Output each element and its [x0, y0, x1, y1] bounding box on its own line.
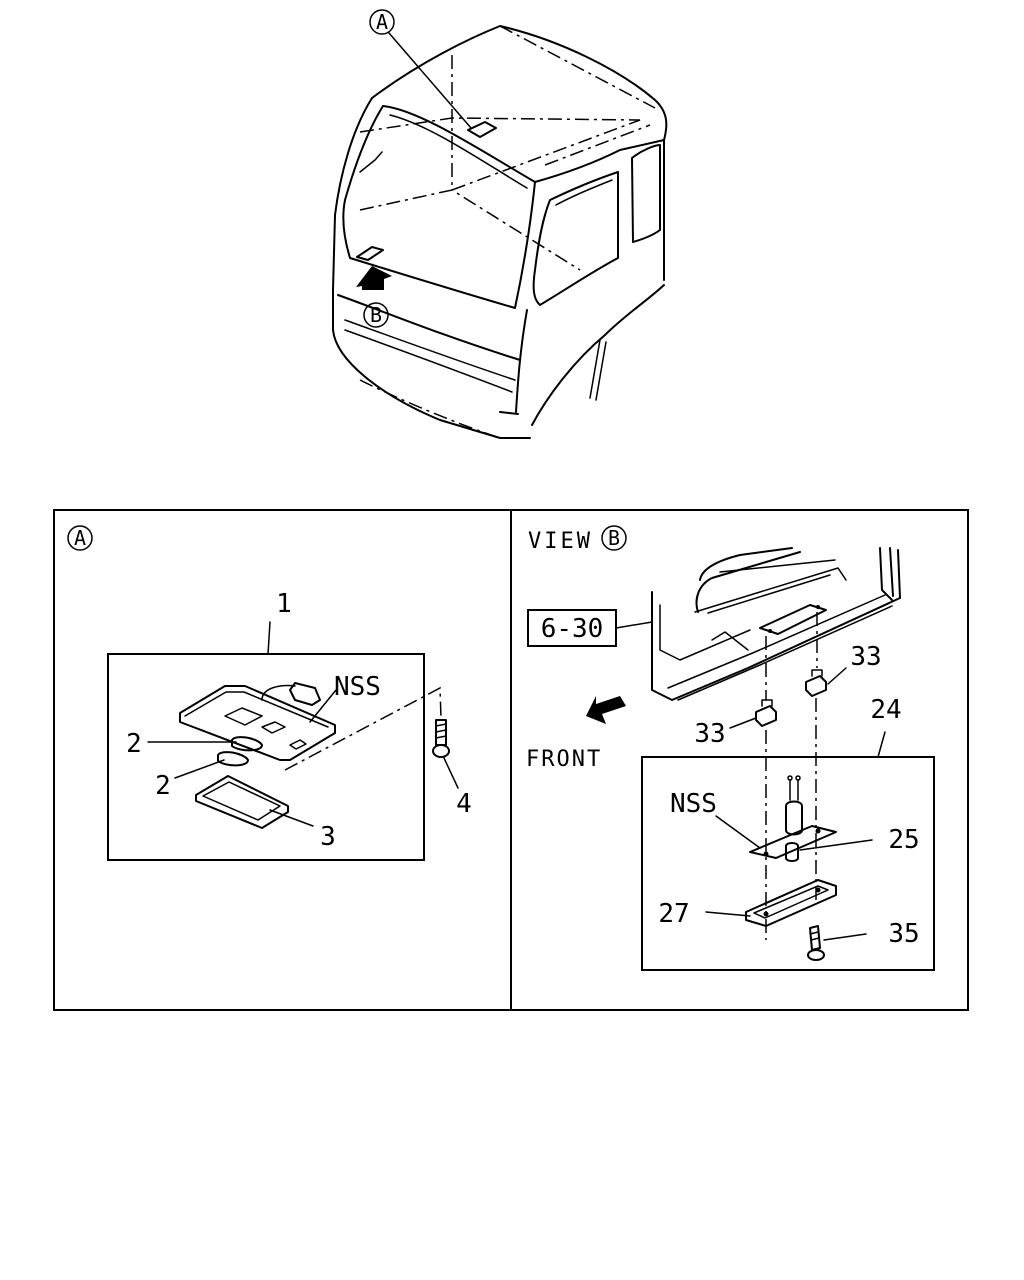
step-lamp-bulb [785, 842, 799, 862]
label-part-2-lower: 2 [155, 771, 171, 801]
clip-33-right [805, 669, 827, 697]
label-part-4: 4 [456, 789, 472, 819]
step-lamp-body [749, 775, 837, 859]
callout-a-label: A [376, 10, 388, 34]
panel-b-view-text: VIEW [528, 529, 593, 554]
step-lamp-lens [745, 879, 837, 927]
label-part-1: 1 [276, 589, 292, 619]
panel-b-header-letter: B [608, 526, 620, 550]
view-arrow-icon [356, 266, 392, 290]
panel-a: A 1 [67, 525, 472, 861]
clip-33-left [755, 699, 777, 727]
front-label: FRONT [526, 747, 602, 772]
label-part-24: 24 [870, 695, 901, 725]
label-part-3: 3 [320, 822, 336, 852]
front-arrow-icon [586, 696, 626, 724]
label-part-27: 27 [658, 899, 689, 929]
label-part-35: 35 [888, 919, 919, 949]
callout-a-icon: A [369, 9, 395, 35]
label-part-2-upper: 2 [126, 729, 142, 759]
part-1-assembly-box [107, 653, 425, 861]
callout-b-label: B [370, 303, 382, 327]
screw-4 [432, 719, 450, 758]
lamp-lens [195, 775, 289, 829]
reference-box-text: 6-30 [541, 614, 604, 644]
cab-step-panel [651, 547, 901, 701]
label-nss-b: NSS [670, 789, 717, 819]
bulb-lower [217, 751, 249, 767]
callout-b-icon: B [363, 302, 389, 328]
label-part-33-left: 33 [694, 719, 725, 749]
screw-35 [807, 925, 825, 961]
bulb-upper [231, 736, 263, 752]
label-part-25: 25 [888, 825, 919, 855]
label-nss-a: NSS [334, 672, 381, 702]
part-24-assembly-box [641, 756, 935, 971]
panel-b-header-icon: B [601, 525, 627, 551]
panel-a-header-icon: A [67, 525, 93, 551]
label-part-33-right: 33 [850, 642, 881, 672]
dome-lamp-housing [179, 682, 336, 761]
panel-b: VIEW B 6-30 FRON [526, 525, 935, 971]
cab-overview: A B [332, 9, 668, 439]
panel-a-header-letter: A [74, 526, 86, 550]
